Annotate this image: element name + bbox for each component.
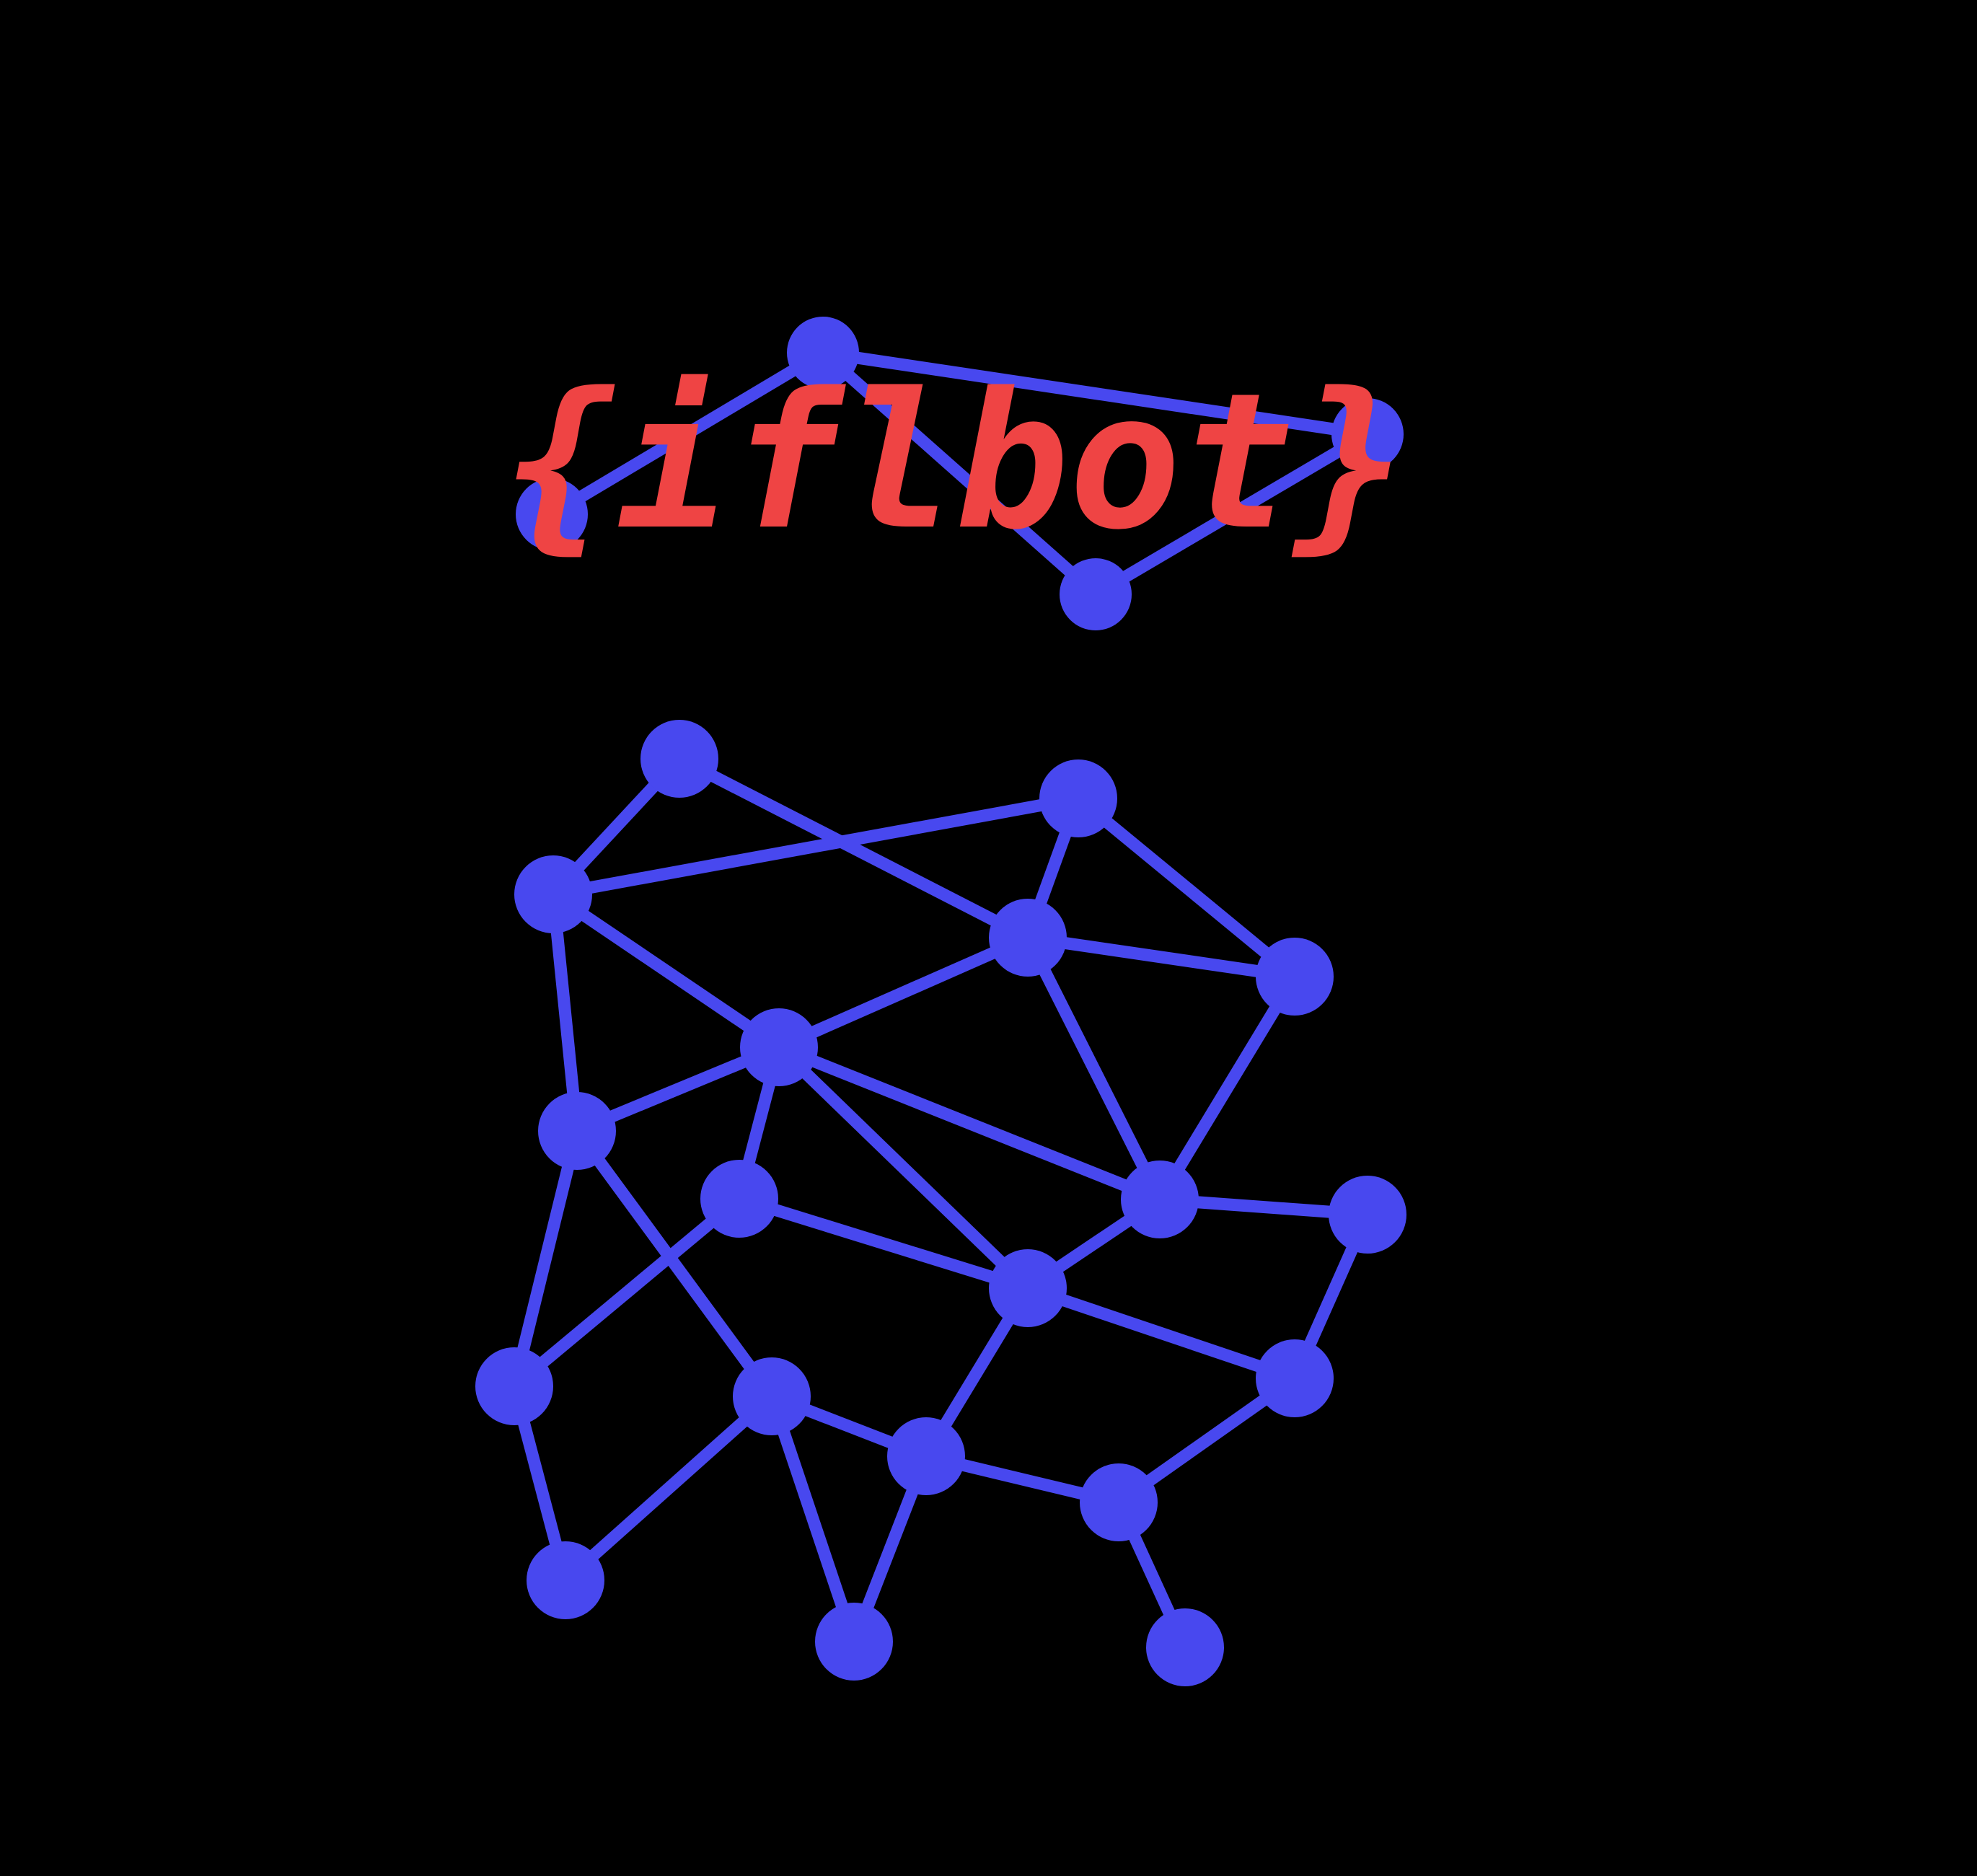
network-edge [547, 888, 785, 1054]
network-edge [673, 752, 1034, 944]
network-node [1121, 1161, 1199, 1238]
network-node [516, 478, 588, 550]
network-node [1039, 759, 1117, 837]
network-node [514, 855, 592, 933]
network-edge [508, 1192, 746, 1393]
main-network-graph-icon [475, 720, 1406, 1686]
network-edge [733, 1192, 1034, 1295]
network-edge [508, 1124, 584, 1393]
network-node [538, 1092, 616, 1170]
network-node [640, 720, 718, 798]
network-edge [1021, 931, 1166, 1206]
network-node [1080, 1463, 1158, 1541]
network-edge [547, 792, 1085, 901]
network-node [1060, 558, 1132, 630]
network-node [527, 1541, 604, 1619]
network-edge [571, 1124, 778, 1403]
network-node [1146, 1608, 1224, 1686]
network-edge [1072, 792, 1301, 983]
network-node [475, 1347, 553, 1425]
network-edge [772, 1041, 1034, 1295]
network-node [815, 1603, 893, 1681]
network-node [989, 1249, 1067, 1327]
network-edge [1021, 931, 1301, 983]
network-edge [1021, 1282, 1301, 1385]
network-edge [772, 1041, 1166, 1206]
network-edge [816, 346, 1374, 441]
network-edge [559, 1390, 778, 1587]
network-node [989, 899, 1067, 977]
network-node [1256, 938, 1334, 1016]
network-edge [1089, 428, 1374, 601]
network-edge [547, 888, 584, 1137]
network-node [740, 1008, 818, 1086]
network-node [887, 1417, 965, 1495]
network-edge [545, 346, 829, 521]
network-edge [1153, 970, 1301, 1206]
top-network-graph-icon [516, 317, 1404, 630]
network-node [733, 1357, 811, 1435]
network-edge [772, 931, 1034, 1054]
network-edge [816, 346, 1102, 601]
network-edge [765, 1390, 860, 1648]
network-node [1331, 398, 1404, 470]
network-node [700, 1160, 778, 1238]
network-node [787, 317, 859, 389]
network-node [1329, 1176, 1406, 1254]
network-node [1256, 1339, 1334, 1417]
brand-wordmark: {iflbot} [504, 353, 1407, 571]
